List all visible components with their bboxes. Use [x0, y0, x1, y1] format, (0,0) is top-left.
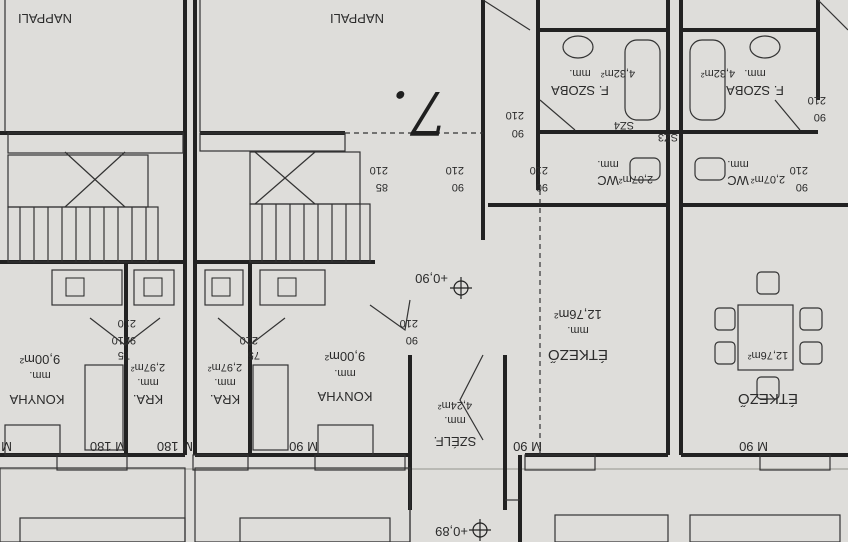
- door-w: 90: [512, 127, 524, 139]
- room-label-wc-right: WC: [727, 173, 749, 188]
- door-h: 210: [400, 317, 418, 329]
- room-unit-szelf: mm.: [444, 414, 465, 426]
- room-area-wc-right: 2,07m²: [751, 173, 786, 185]
- window-mark: M 180: [90, 439, 126, 454]
- window-mark: M 90: [739, 439, 768, 454]
- room-unit-wc-left: mm.: [597, 158, 618, 170]
- room-label-etkezo-right: ÉTKEZŐ: [738, 390, 798, 407]
- tag-code: SZ4: [614, 119, 634, 131]
- room-area-kra-mid: 2,97m²: [208, 361, 243, 373]
- door-h: 210: [790, 164, 808, 176]
- level-label: +0,89: [435, 524, 468, 539]
- door-w: 90: [814, 111, 826, 123]
- room-label-kra-mid: KRA.: [210, 392, 240, 407]
- door-w: 75: [118, 349, 130, 361]
- room-label-fszoba-left: F. SZOBA: [551, 83, 609, 98]
- room-label-nappali-mid: NAPPALI: [330, 11, 384, 26]
- door-h: 210: [506, 109, 524, 121]
- room-label-szelf: SZÉLF.: [434, 434, 477, 449]
- window-mark: M 90: [513, 439, 542, 454]
- door-w: 85: [376, 181, 388, 193]
- room-area-szelf: 4,24m²: [438, 399, 473, 411]
- room-unit-etkezo-mid: mm.: [567, 324, 588, 336]
- window-mark: M 90: [0, 439, 12, 454]
- room-area-fszoba-right: 4,32m²: [701, 67, 736, 79]
- electric-symbols: [65, 277, 297, 297]
- room-label-fszoba-right: F. SZOBA: [726, 83, 784, 98]
- door-marks: 90 210 85 210 90 210 90 210 90 210 90 21…: [112, 94, 826, 361]
- room-unit-fszoba-left: mm.: [569, 67, 590, 79]
- room-label-nappali-left: NAPPALI: [18, 11, 72, 26]
- handwritten-mark: 7.: [391, 77, 448, 147]
- room-area-konyha-left: 9,00m²: [19, 352, 60, 367]
- window-mark: M 180: [157, 439, 193, 454]
- room-unit-konyha-mid: mm.: [334, 367, 355, 379]
- room-unit-kra-left: mm.: [137, 376, 158, 388]
- room-area-etkezo-mid: 12,76m²: [553, 307, 601, 322]
- door-w: 90: [452, 181, 464, 193]
- door-h: 210: [370, 164, 388, 176]
- door-h: 210: [446, 164, 464, 176]
- room-area-wc-left: 2,07m²: [619, 173, 654, 185]
- rotated-labels: NAPPALI NAPPALI KONYHA mm. 9,00m² KRA. m…: [0, 11, 826, 539]
- room-label-wc-left: WC: [597, 173, 619, 188]
- room-unit-wc-right: mm.: [727, 158, 748, 170]
- door-w: 75: [248, 349, 260, 361]
- room-area-konyha-mid: 9,00m²: [324, 349, 365, 364]
- room-unit-fszoba-right: mm.: [744, 67, 765, 79]
- door-w: 90: [124, 334, 136, 346]
- room-label-konyha-left: KONYHA: [9, 392, 64, 407]
- room-area-fszoba-left: 4,32m²: [601, 67, 636, 79]
- door-w: 90: [536, 181, 548, 193]
- door-h: 210: [118, 317, 136, 329]
- door-w: 90: [796, 181, 808, 193]
- door-h: 210: [240, 334, 258, 346]
- door-h: 210: [808, 94, 826, 106]
- room-label-etkezo-mid: ÉTKEZŐ: [548, 346, 608, 363]
- room-area-etkezo-right: 12,76m²: [747, 349, 788, 361]
- level-label: +0,90: [415, 271, 448, 286]
- room-label-konyha-mid: KONYHA: [317, 389, 372, 404]
- room-unit-konyha-left: mm.: [29, 369, 50, 381]
- level-markers: [450, 277, 491, 541]
- door-h: 210: [112, 334, 130, 346]
- door-w: 90: [406, 334, 418, 346]
- room-unit-kra-mid: mm.: [214, 376, 235, 388]
- room-area-kra-left: 2,97m²: [131, 361, 166, 373]
- tag-code: SZ3: [658, 131, 678, 143]
- window-mark: M 90: [289, 439, 318, 454]
- door-h: 210: [530, 164, 548, 176]
- room-label-kra-left: KRA.: [133, 392, 163, 407]
